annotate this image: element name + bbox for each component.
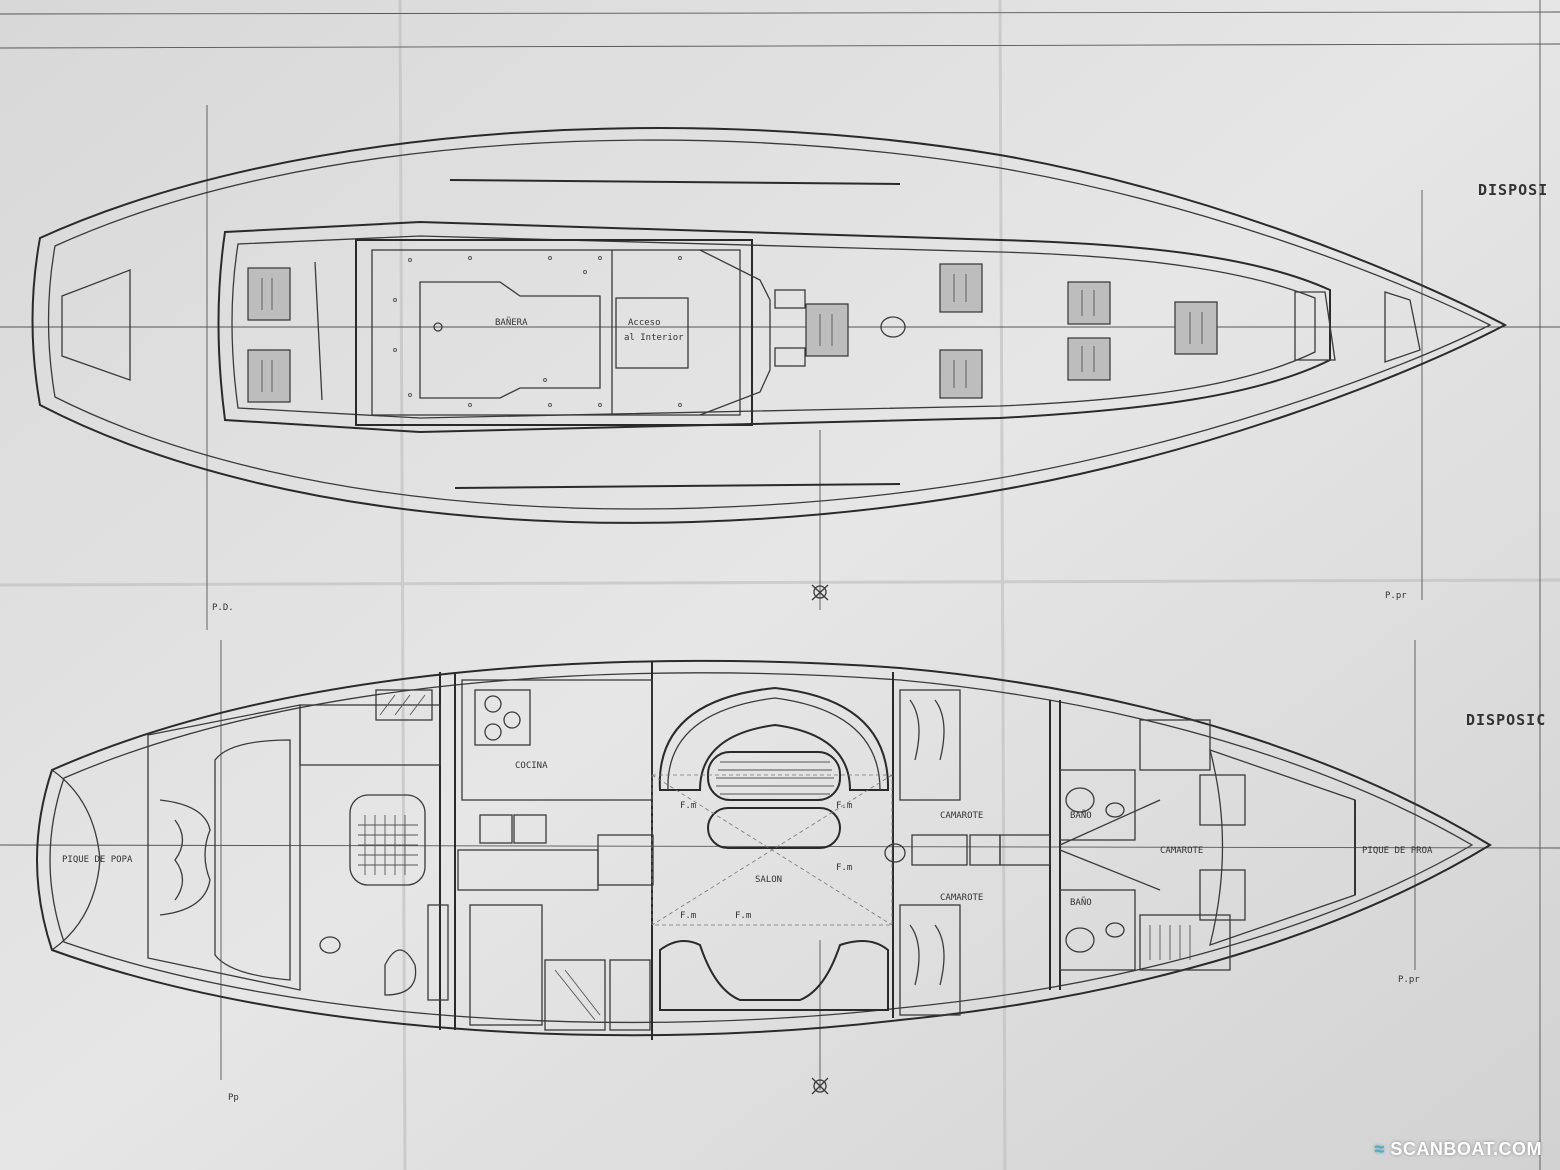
- label-bano-1: BAÑO: [1070, 810, 1092, 821]
- label-fm-4: F.m: [735, 911, 751, 921]
- salon-table: [707, 751, 841, 801]
- interior-plan: [36, 659, 1492, 1040]
- label-acceso-2: al Interior: [624, 333, 684, 343]
- v-berth: [1209, 748, 1356, 947]
- label-fm-2: F.m: [836, 801, 852, 811]
- deck-plan-title: DISPOSI: [1478, 181, 1548, 199]
- deck-hull-outline: [31, 127, 1508, 524]
- label-ppr-top: P.pr: [1385, 591, 1407, 601]
- wave-logo-icon: ≈: [1374, 1139, 1385, 1159]
- label-banera: BAÑERA: [495, 317, 528, 328]
- label-salon: SALON: [755, 875, 782, 885]
- label-cocina: COCINA: [515, 761, 548, 771]
- mast-partner: [880, 316, 906, 338]
- label-ppr-bottom: P.pr: [1398, 975, 1420, 985]
- interior-plan-title: DISPOSIC: [1466, 711, 1546, 729]
- interior-hull-outline: [36, 659, 1492, 1037]
- galley: [461, 679, 653, 801]
- label-fm-5: F.m: [836, 863, 852, 873]
- deckhouse-outline: [217, 220, 1331, 434]
- scanboat-watermark: ≈ SCANBOAT.COM: [1374, 1139, 1542, 1160]
- salon-settee-top: [658, 686, 890, 791]
- label-acceso-1: Acceso: [628, 318, 661, 328]
- salon-settee-bottom: [659, 940, 889, 1011]
- label-camarote-1: CAMAROTE: [940, 811, 983, 821]
- label-pd: P.D.: [212, 603, 234, 613]
- deck-hatches: [247, 263, 1218, 403]
- deck-plan: [31, 127, 1508, 524]
- label-camarote-proa: CAMAROTE: [1160, 846, 1203, 856]
- label-pique-proa: PIQUE DE PROA: [1362, 846, 1433, 856]
- cockpit: [355, 239, 753, 426]
- label-pique-popa: PIQUE DE POPA: [62, 855, 133, 865]
- label-bano-2: BAÑO: [1070, 897, 1092, 908]
- label-fm-1: F.m: [680, 801, 696, 811]
- deck-hull-inner: [47, 139, 1492, 510]
- section-markers: [811, 584, 829, 1095]
- label-camarote-2: CAMAROTE: [940, 893, 983, 903]
- label-fm-3: F.m: [680, 911, 696, 921]
- watermark-text: SCANBOAT.COM: [1390, 1139, 1542, 1159]
- label-pp-bottom: Pp: [228, 1093, 239, 1103]
